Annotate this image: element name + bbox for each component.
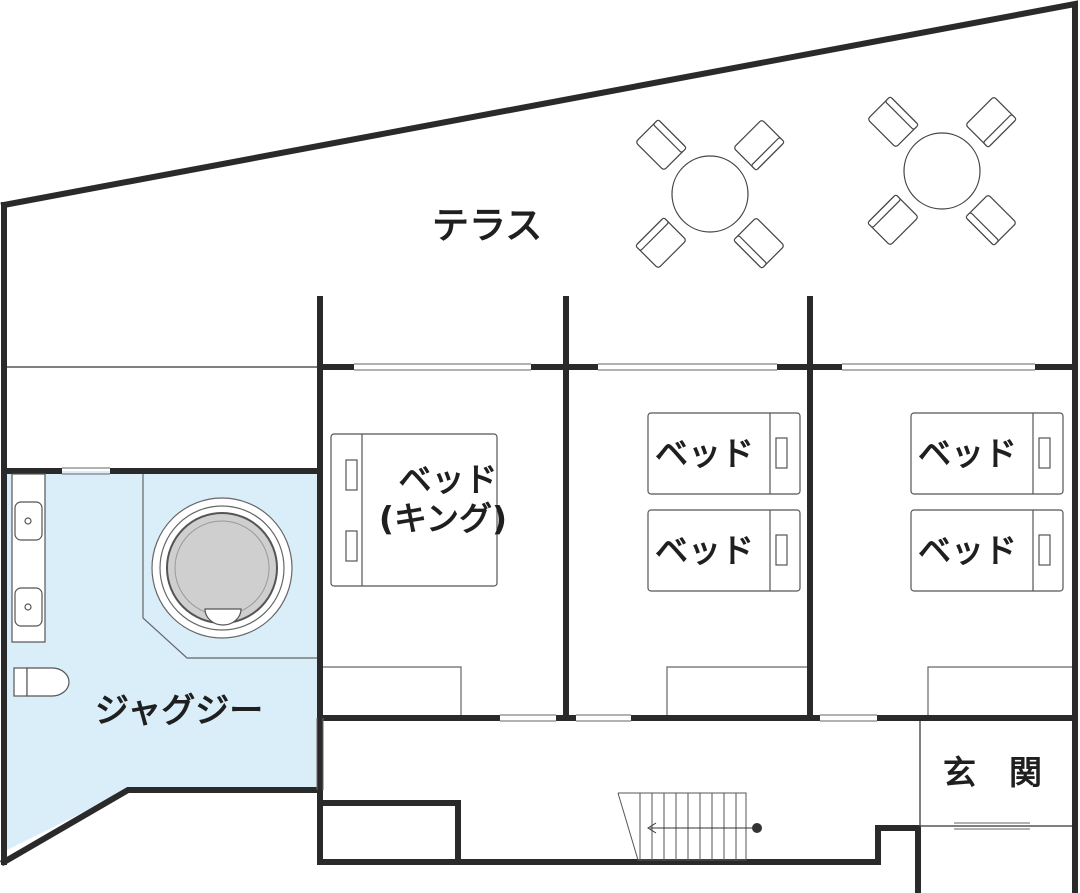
entrance-label: 玄 関 xyxy=(943,753,1042,792)
entrance-door xyxy=(954,822,1030,830)
terrace-label: テラス xyxy=(432,204,543,247)
staircase-icon xyxy=(617,792,756,861)
bed-room2-a xyxy=(647,412,801,495)
entrance-area xyxy=(919,721,1072,827)
room-furniture-lines xyxy=(323,666,1072,715)
king-bed-label-line1: ベッド xyxy=(398,460,498,499)
jacuzzi-tub-icon xyxy=(151,497,293,639)
king-bed-label-line2: (キング) xyxy=(378,499,508,538)
bed-room3-a-label: ベッド xyxy=(918,434,1017,473)
bed-room3-b-label: ベッド xyxy=(918,531,1017,570)
terrace-table-set-2 xyxy=(867,96,1017,246)
bed-room2-a-label: ベッド xyxy=(655,434,754,473)
sink-icon xyxy=(14,587,43,627)
toilet-icon xyxy=(13,667,70,697)
terrace-table-set-1 xyxy=(635,119,785,269)
bedroom-walls xyxy=(4,296,1075,862)
windows xyxy=(62,363,1035,790)
king-bed xyxy=(330,433,498,587)
stair-start-dot xyxy=(752,823,762,833)
king-bed-label: ベッド (キング) xyxy=(363,463,523,535)
bed-room2-b xyxy=(647,509,801,592)
bed-room3-b xyxy=(910,509,1064,592)
jacuzzi-label: ジャグジー xyxy=(95,691,264,731)
bed-room2-b-label: ベッド xyxy=(655,531,754,570)
bed-room3-a xyxy=(910,412,1064,495)
tub-enclosure xyxy=(142,474,317,659)
sink-icon xyxy=(14,501,43,541)
